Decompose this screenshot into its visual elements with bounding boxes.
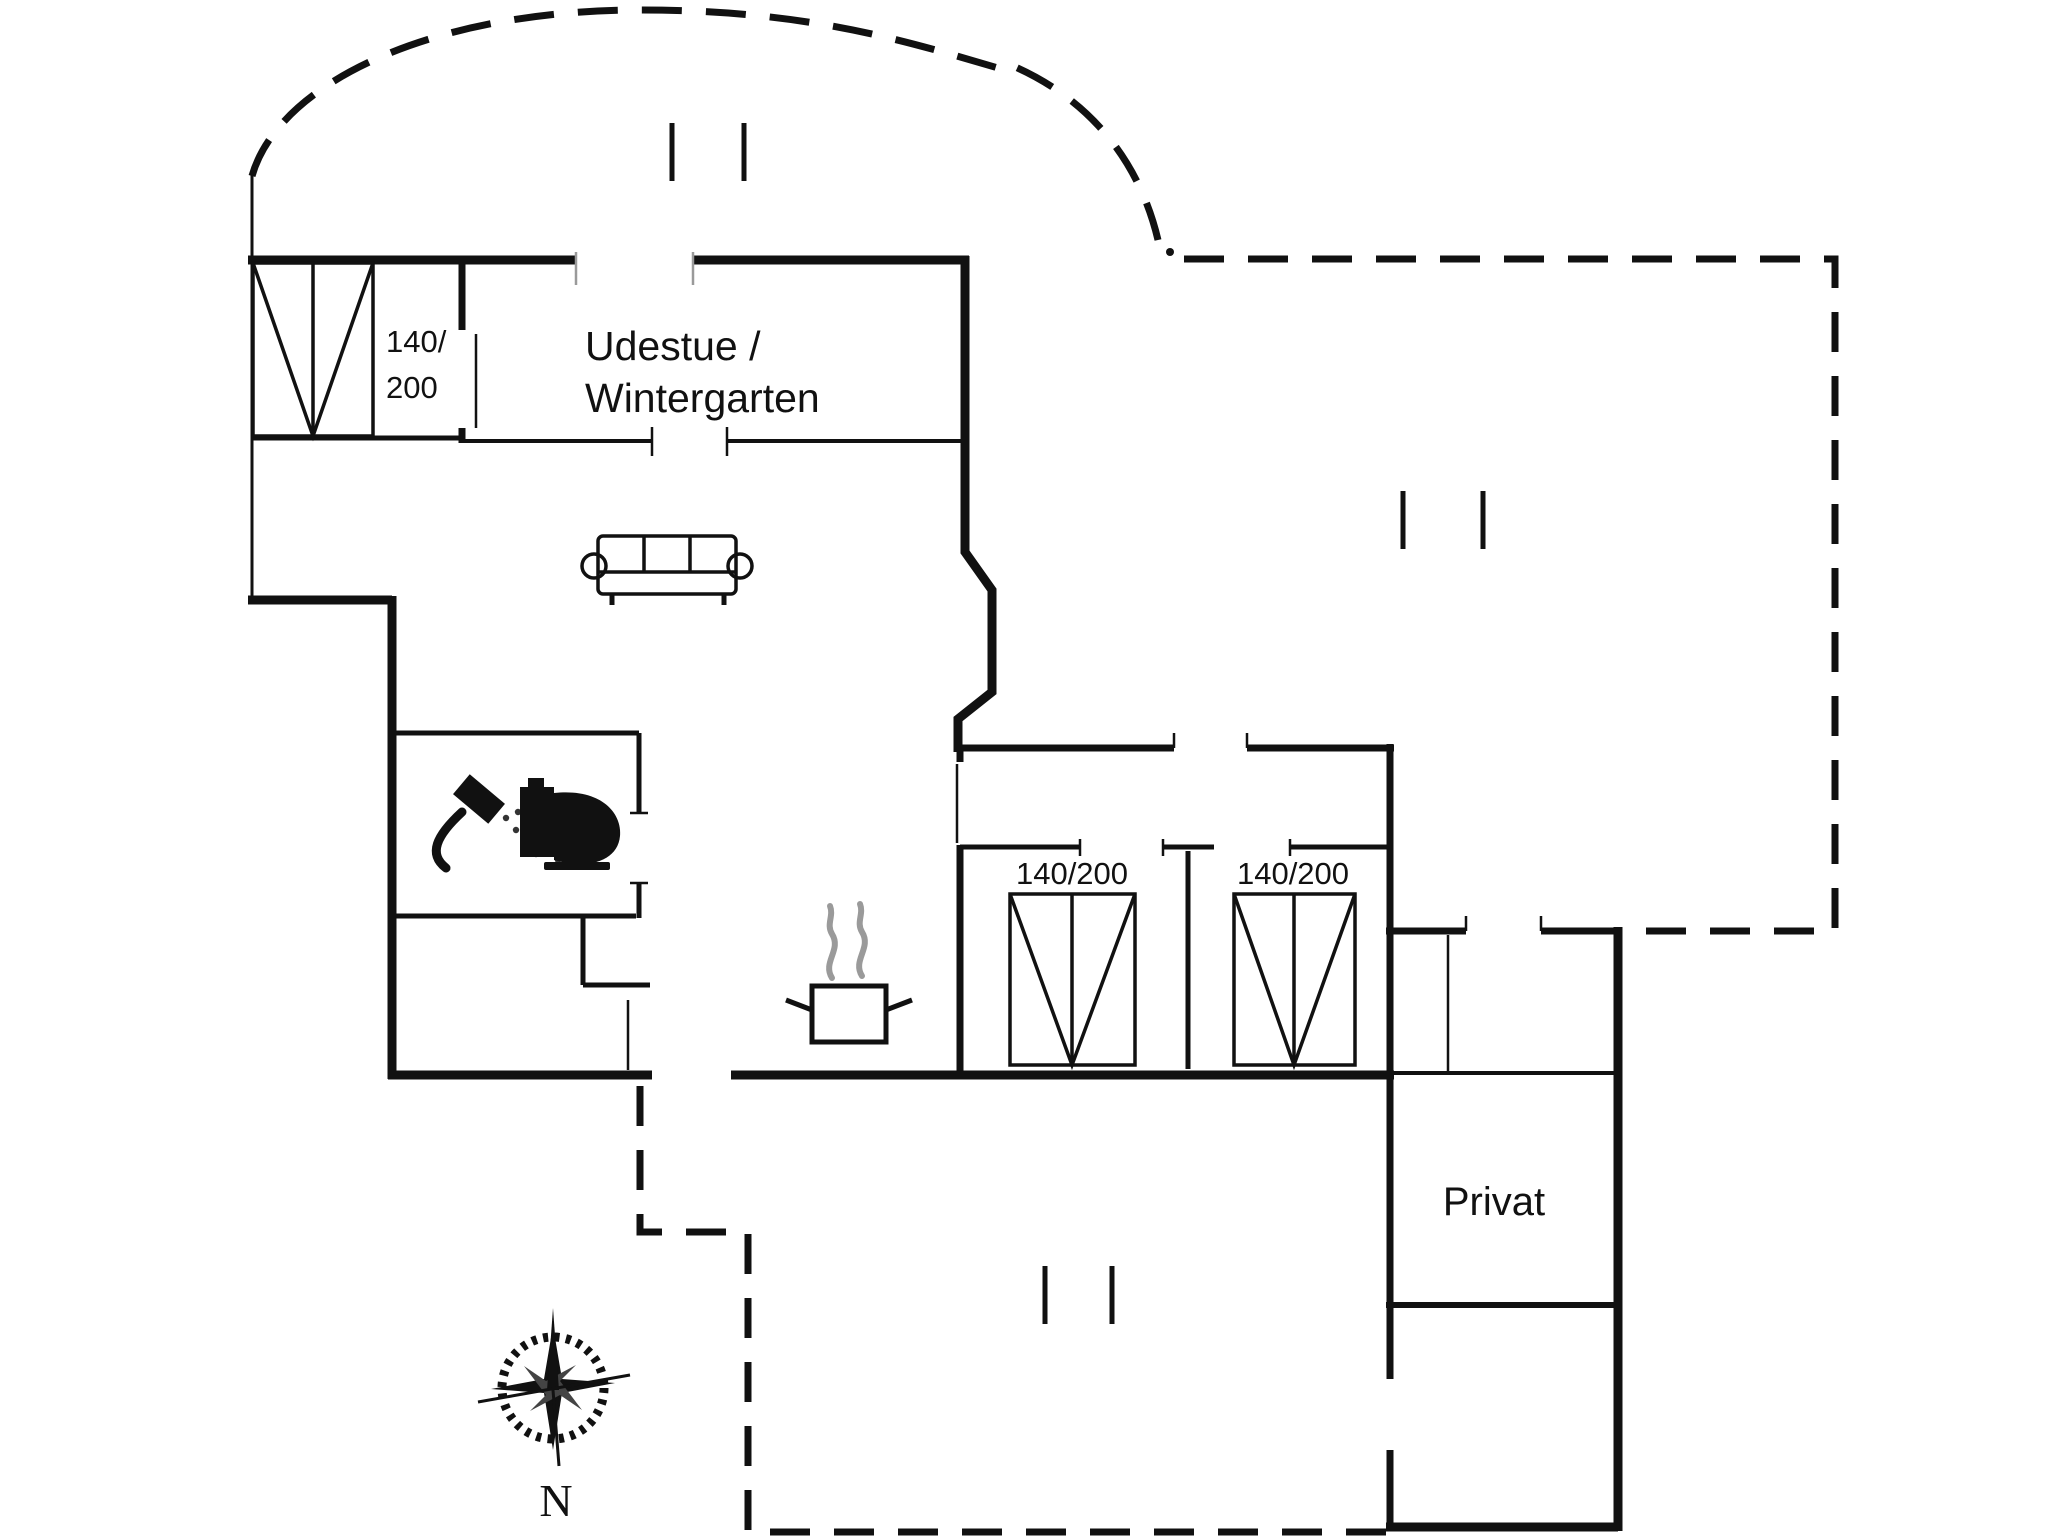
sofa-armrest bbox=[726, 552, 754, 580]
bed-middle-left bbox=[1008, 892, 1137, 1071]
labels: Udestue / Wintergarten 140/ 200 140/200 … bbox=[386, 323, 1545, 1526]
udestue-label-line2: Wintergarten bbox=[585, 375, 820, 421]
bed-duvet-line bbox=[251, 262, 375, 442]
arc-terrace-dashed-outline bbox=[248, 6, 1174, 258]
cooking-pot-icon bbox=[785, 901, 913, 1045]
interior-walls bbox=[252, 260, 1618, 1308]
privat-label: Privat bbox=[1443, 1180, 1545, 1224]
toilet-bowl bbox=[554, 792, 621, 865]
steam-icon bbox=[826, 901, 868, 981]
window-ticks-right bbox=[1400, 491, 1486, 549]
udestue-label-line1: Udestue / bbox=[585, 323, 761, 369]
bed-top-left bbox=[251, 261, 375, 442]
compass-north-label: N bbox=[539, 1475, 572, 1526]
door-markers bbox=[474, 252, 1543, 1071]
bed-size-label-topleft-line1: 140/ bbox=[386, 324, 447, 359]
compass-needle-north bbox=[547, 1308, 559, 1390]
pot-handle-right bbox=[885, 997, 913, 1013]
sofa-icon bbox=[580, 534, 754, 605]
pot-body bbox=[809, 983, 889, 1045]
window-ticks-top bbox=[669, 123, 747, 181]
pot-handle-left bbox=[785, 997, 813, 1013]
sofa-armrest bbox=[580, 552, 608, 580]
toilet-icon bbox=[520, 778, 621, 870]
bed-size-label-topleft-line2: 200 bbox=[386, 370, 438, 405]
window-ticks-bottom bbox=[1042, 1266, 1115, 1324]
terrace-right-boundary bbox=[1184, 255, 1839, 935]
bed-duvet-line bbox=[1232, 893, 1357, 1071]
terrace-bottom-boundary bbox=[636, 1086, 1388, 1536]
wall-udestue-right-and-bay bbox=[953, 256, 997, 752]
bed-size-label-middle-left: 140/200 bbox=[1016, 856, 1128, 891]
sofa-body bbox=[596, 534, 738, 596]
compass-ring bbox=[497, 1332, 609, 1444]
bed-middle-right bbox=[1232, 892, 1357, 1071]
outer-walls bbox=[248, 170, 1623, 1532]
bed-size-label-middle-right: 140/200 bbox=[1237, 856, 1349, 891]
toilet-tank bbox=[520, 787, 554, 857]
compass-needle-eastwest bbox=[477, 1373, 631, 1404]
terrace-arc-dot bbox=[1166, 248, 1174, 256]
right-terrace-dashed-outline bbox=[1184, 255, 1839, 935]
compass-needle-south bbox=[551, 1389, 561, 1467]
bed-duvet-line bbox=[1008, 893, 1137, 1071]
terrace-arc bbox=[248, 6, 1162, 241]
toilet-knob bbox=[528, 778, 544, 787]
bottom-terrace-dashed-outline bbox=[636, 1086, 1388, 1536]
compass-rose-icon bbox=[477, 1308, 631, 1467]
shower-hose bbox=[431, 807, 467, 873]
toilet-base bbox=[544, 862, 610, 870]
shower-head bbox=[453, 774, 505, 824]
